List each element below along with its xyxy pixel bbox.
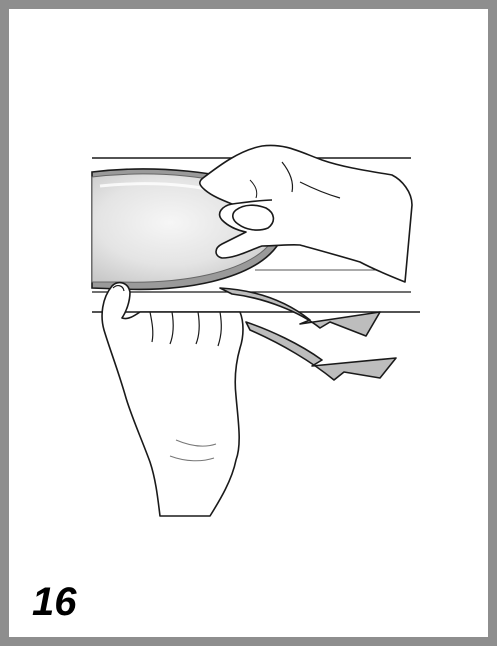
arrow-lower-icon <box>246 322 396 380</box>
hand-bottom-icon <box>102 283 243 516</box>
step-number: 16 <box>32 582 77 622</box>
